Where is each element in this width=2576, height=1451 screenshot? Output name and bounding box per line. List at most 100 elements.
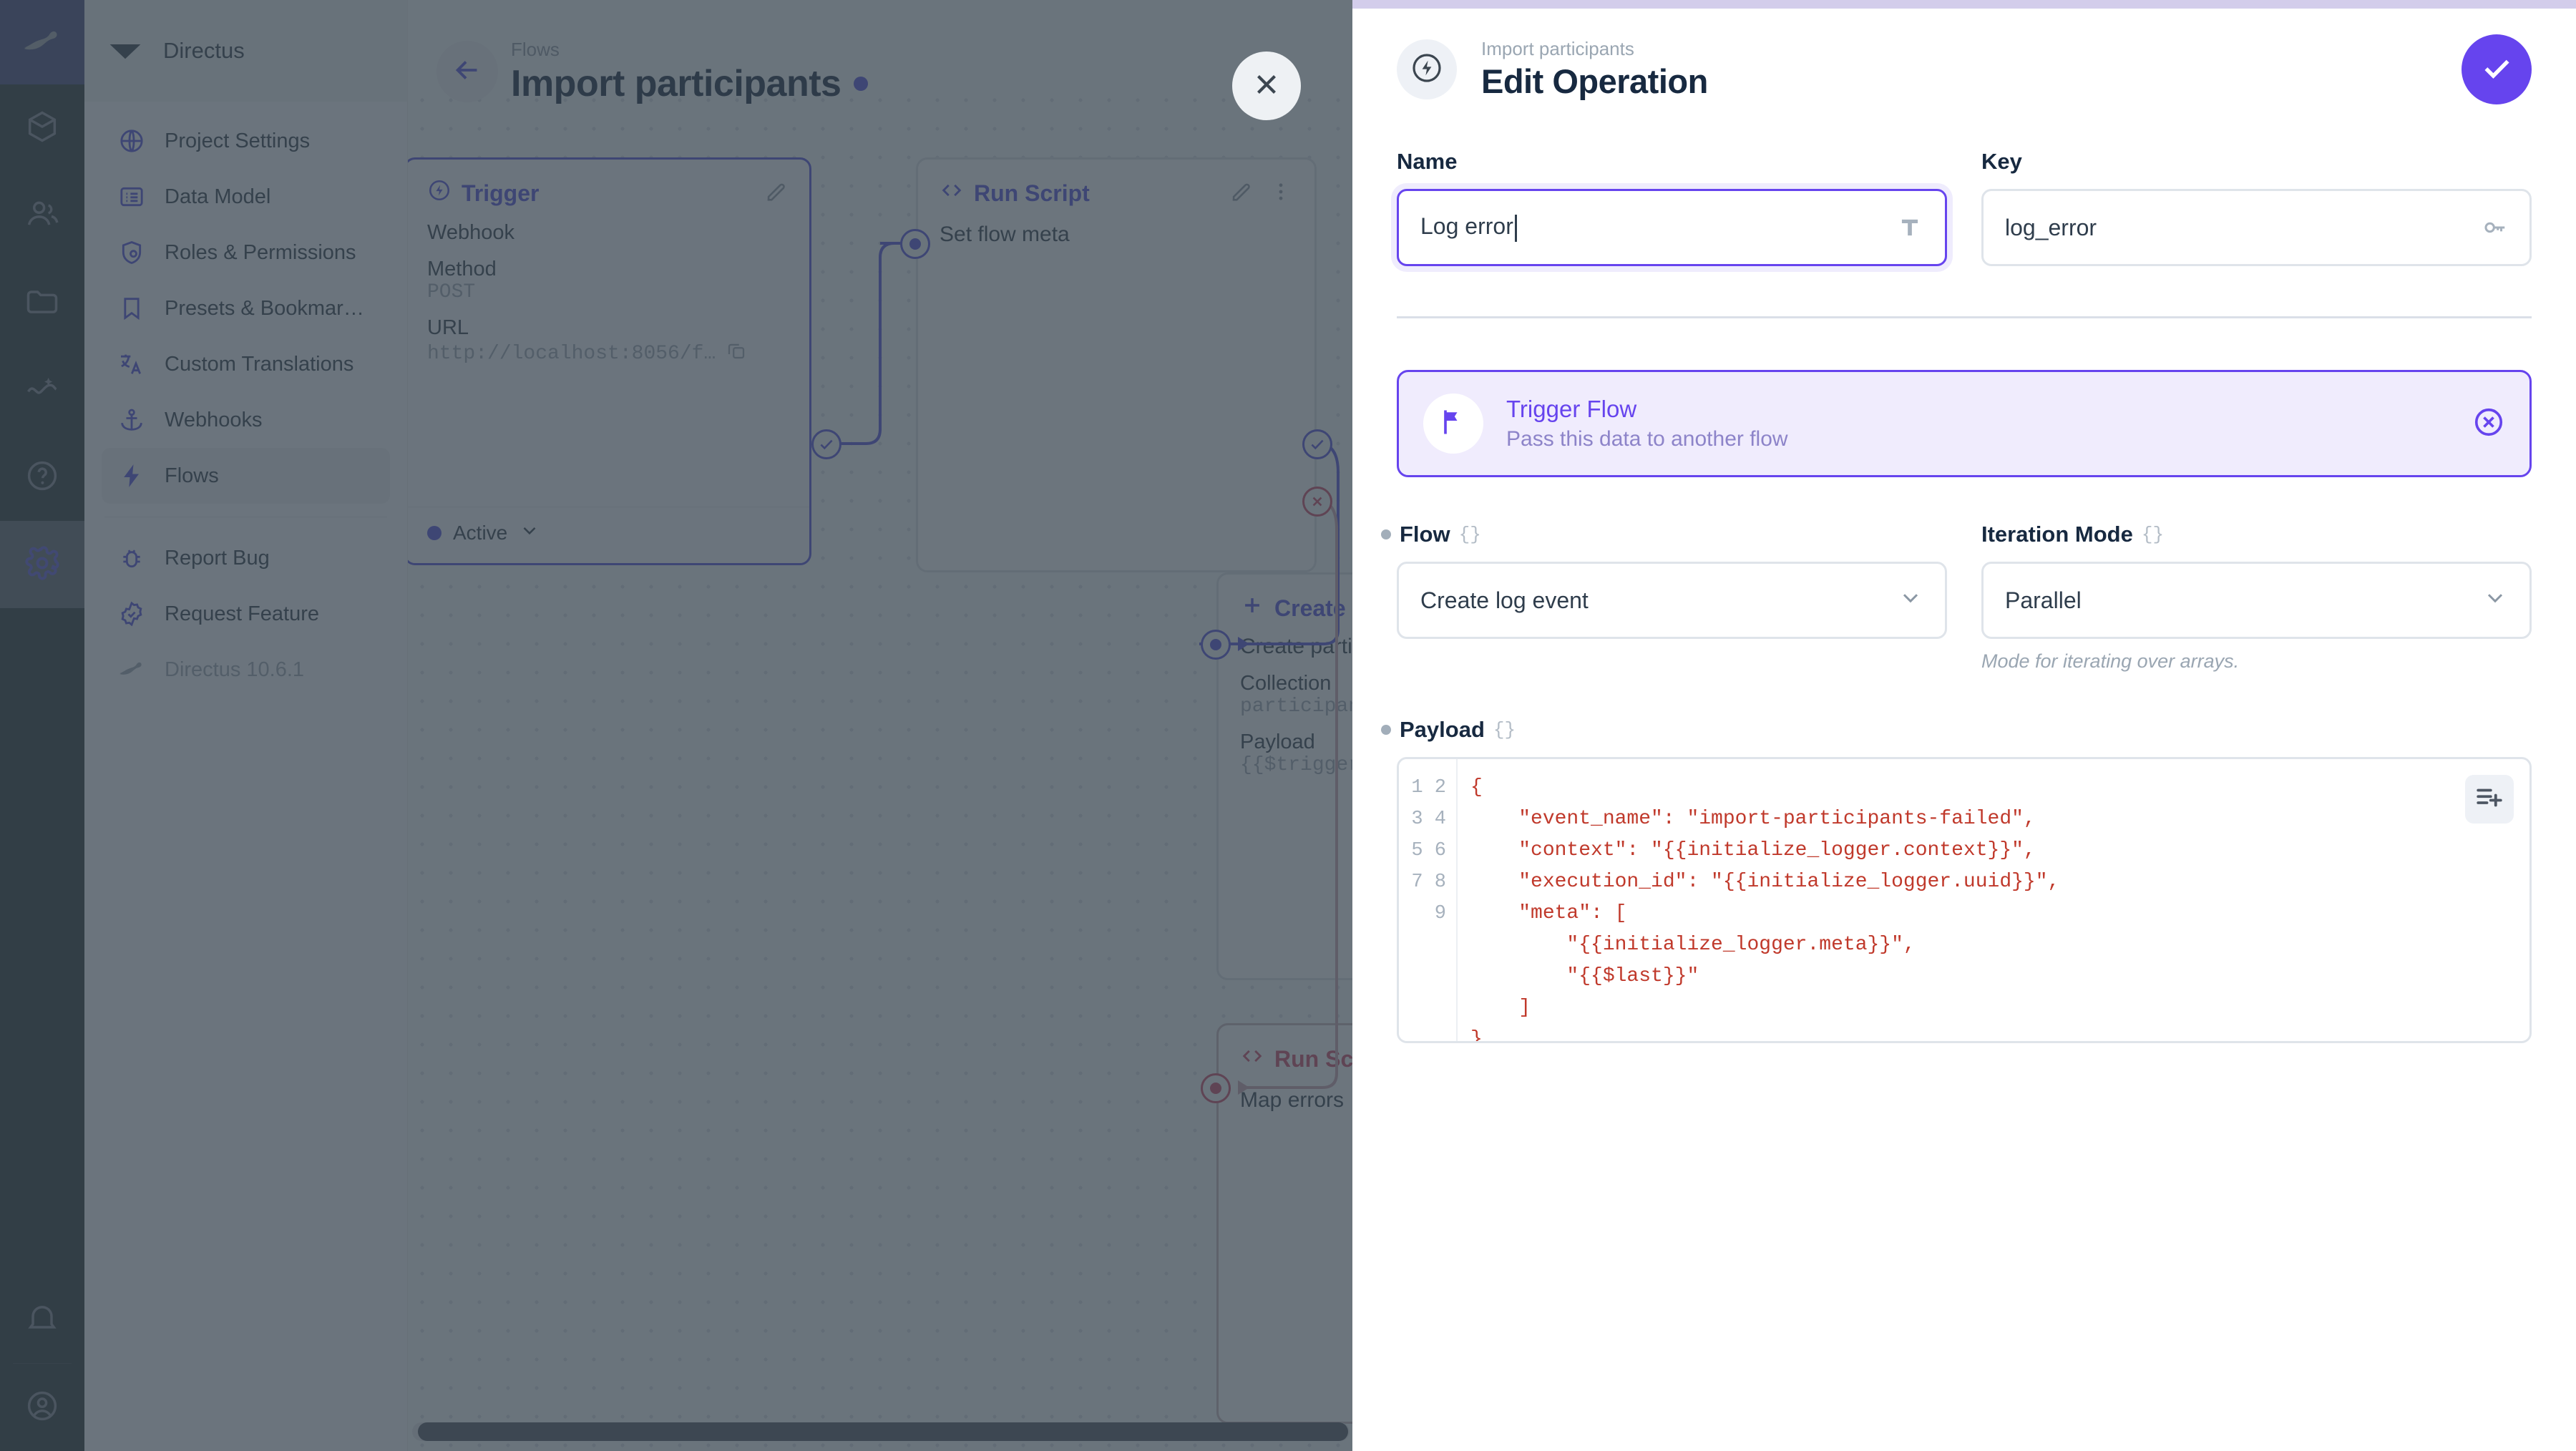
trigger-card[interactable]: Trigger Webhook Method POST URL http://l… [408,157,811,565]
directus-rabbit-logo[interactable] [0,0,84,84]
background-app: Directus Project Settings Data Model Rol… [0,0,1352,1451]
back-button[interactable] [436,41,498,102]
iteration-field-group: Iteration Mode {} Parallel Mode for iter… [1981,522,2532,673]
payload-code-editor[interactable]: 1 2 3 4 5 6 7 8 9 { "event_name": "impor… [1397,757,2532,1043]
operation-banner-subtitle: Pass this data to another flow [1506,427,1788,451]
create-data-card[interactable]: Create Data Create participan… Collectio… [1216,572,1352,980]
sidebar-item-label: Project Settings [165,129,311,152]
chevron-down-icon [1898,585,1923,616]
run-script-input-handle[interactable] [900,229,930,259]
text-format-icon [1896,214,1923,241]
nav-sidebar: Directus Project Settings Data Model Rol… [84,0,408,1451]
flow-label: Flow [1400,522,1450,547]
module-item-users[interactable] [0,172,84,259]
page-title: Import participants [511,62,841,104]
key-label: Key [1981,149,2022,174]
module-item-content[interactable] [0,84,84,172]
sidebar-item-presets-bookmarks[interactable]: Presets & Bookmar… [102,280,390,336]
nav-secondary-list: Report Bug Request Feature Directus 10.6… [84,530,407,698]
key-icon [2481,214,2508,241]
sidebar-version: Directus 10.6.1 [102,642,390,698]
iteration-label-row: Iteration Mode {} [1981,522,2532,547]
breadcrumb[interactable]: Flows [511,38,560,60]
key-input[interactable]: log_error [1981,189,2532,266]
payload-code-content[interactable]: { "event_name": "import-participants-fai… [1470,776,2060,1043]
globe-icon [116,125,147,157]
module-item-files[interactable] [0,259,84,346]
create-data-field-value: participants [1240,695,1352,718]
sidebar-item-request-feature[interactable]: Request Feature [102,586,390,642]
payload-label-row: Payload {} [1381,717,2532,743]
bolt-circle-icon [427,178,452,208]
format-code-button[interactable] [2465,775,2514,824]
flow-title-block: Flows Import participants [511,38,869,105]
sidebar-item-project-settings[interactable]: Project Settings [102,113,390,169]
iteration-mode-hint: Mode for iterating over arrays. [1981,650,2240,672]
module-item-insights[interactable] [0,346,84,434]
module-item-notifications[interactable] [0,1276,84,1363]
sidebar-item-report-bug[interactable]: Report Bug [102,530,390,586]
trigger-field-label: URL [427,316,469,339]
sidebar-item-flows[interactable]: Flows [102,448,390,504]
key-field-group: Key log_error [1981,149,2532,266]
sidebar-item-label: Roles & Permissions [165,240,356,264]
create-data-input-handle[interactable] [1201,630,1231,660]
drawer-progress-bar [1352,0,2576,9]
name-input[interactable]: Log error [1397,189,1947,266]
account-circle-icon [24,1387,61,1428]
save-button[interactable] [2462,34,2532,104]
operation-type-banner[interactable]: Trigger Flow Pass this data to another f… [1397,370,2532,477]
key-input-value: log_error [2005,214,2097,240]
bookmark-icon [116,293,147,324]
close-drawer-button[interactable] [1232,52,1301,120]
kebab-menu-icon[interactable] [1269,180,1293,207]
trigger-status[interactable]: Active [427,519,540,546]
sidebar-item-label: Flows [165,464,219,487]
gear-icon [24,544,61,585]
canvas-horizontal-scrollbar[interactable] [412,1422,1350,1441]
anchor-icon [116,404,147,436]
insights-icon [24,370,61,411]
run-script-error-handle[interactable] [1302,487,1332,517]
module-item-account[interactable] [0,1364,84,1451]
plus-icon [1240,593,1264,623]
project-header[interactable]: Directus [84,0,407,102]
pencil-icon[interactable] [763,180,788,207]
iteration-mode-select[interactable]: Parallel [1981,562,2532,639]
copy-icon[interactable] [726,340,747,368]
folder-icon [24,283,61,323]
module-item-settings[interactable] [0,521,84,608]
template-marker-icon: {} [1458,524,1481,545]
flow-header: Flows Import participants [408,0,1352,143]
close-icon [1250,68,1283,104]
trigger-card-title: Trigger [462,180,540,206]
sidebar-item-webhooks[interactable]: Webhooks [102,392,390,448]
scrollbar-thumb[interactable] [418,1422,1348,1441]
clear-operation-type-button[interactable] [2472,406,2505,442]
run-script-card[interactable]: Run Script Set flow meta [916,157,1317,572]
flow-canvas: Flows Import participants Trigger Webhoo… [408,0,1352,1451]
chevron-down-icon [519,519,540,546]
name-input-value: Log error [1420,213,1513,240]
text-cursor [1514,214,1517,242]
drawer-title: Edit Operation [1481,62,1708,100]
operation-banner-icon-badge [1423,394,1483,454]
trigger-field-label: Webhook [427,221,514,244]
run-script-success-handle[interactable] [1302,429,1332,459]
flow-select[interactable]: Create log event [1397,562,1947,639]
add-operation-button[interactable]: Create Data [1240,593,1352,623]
trigger-success-handle[interactable] [811,429,841,459]
trigger-url-value: http://localhost:8056/f… [427,343,716,365]
arrow-left-icon [451,54,484,90]
map-errors-card[interactable]: Run Script Map errors [1216,1023,1352,1424]
sidebar-item-custom-translations[interactable]: Custom Translations [102,336,390,392]
flag-icon [1438,406,1469,441]
create-data-field-label: Collection [1240,672,1332,695]
module-item-docs[interactable] [0,434,84,521]
sidebar-item-roles-permissions[interactable]: Roles & Permissions [102,225,390,280]
map-errors-input-handle[interactable] [1201,1073,1231,1103]
sidebar-item-data-model[interactable]: Data Model [102,169,390,225]
required-dot [1381,725,1391,735]
operation-type-icon-badge [1397,39,1457,99]
pencil-icon[interactable] [1229,180,1253,207]
